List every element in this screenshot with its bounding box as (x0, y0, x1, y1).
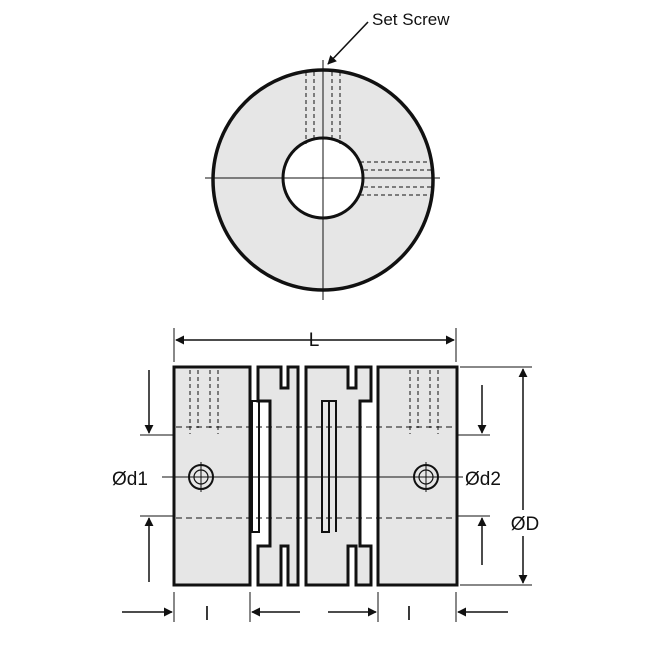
bore-hidden-lines (176, 426, 454, 519)
set-screw-label: Set Screw (372, 10, 450, 29)
flexure-slots (251, 400, 337, 533)
end-view-vertical-screw-hole (305, 72, 341, 144)
right-clamp-screw (413, 462, 439, 492)
bore1-label: Ød1 (112, 469, 148, 490)
set-screw-leader (327, 21, 369, 65)
right-hub (376, 365, 459, 587)
bore2-label-bg (463, 466, 515, 490)
diameter-label: ØD (511, 514, 540, 535)
hub-length-left-label: l (205, 604, 209, 625)
hub-screw-holes (189, 370, 439, 434)
center-disc-left (256, 365, 300, 587)
left-clamp-screw (188, 462, 214, 492)
bore1-label-bg (108, 466, 158, 490)
side-view (162, 365, 468, 587)
length-label: L (309, 330, 320, 351)
end-view: Set Screw (205, 10, 450, 300)
center-disc-right (304, 365, 373, 587)
hub-length-right-label: l (407, 604, 411, 625)
dimensions (122, 328, 532, 622)
diameter-label-bg (504, 510, 546, 536)
bore2-label: Ød2 (465, 469, 501, 490)
end-view-horizontal-screw-hole (360, 161, 433, 196)
